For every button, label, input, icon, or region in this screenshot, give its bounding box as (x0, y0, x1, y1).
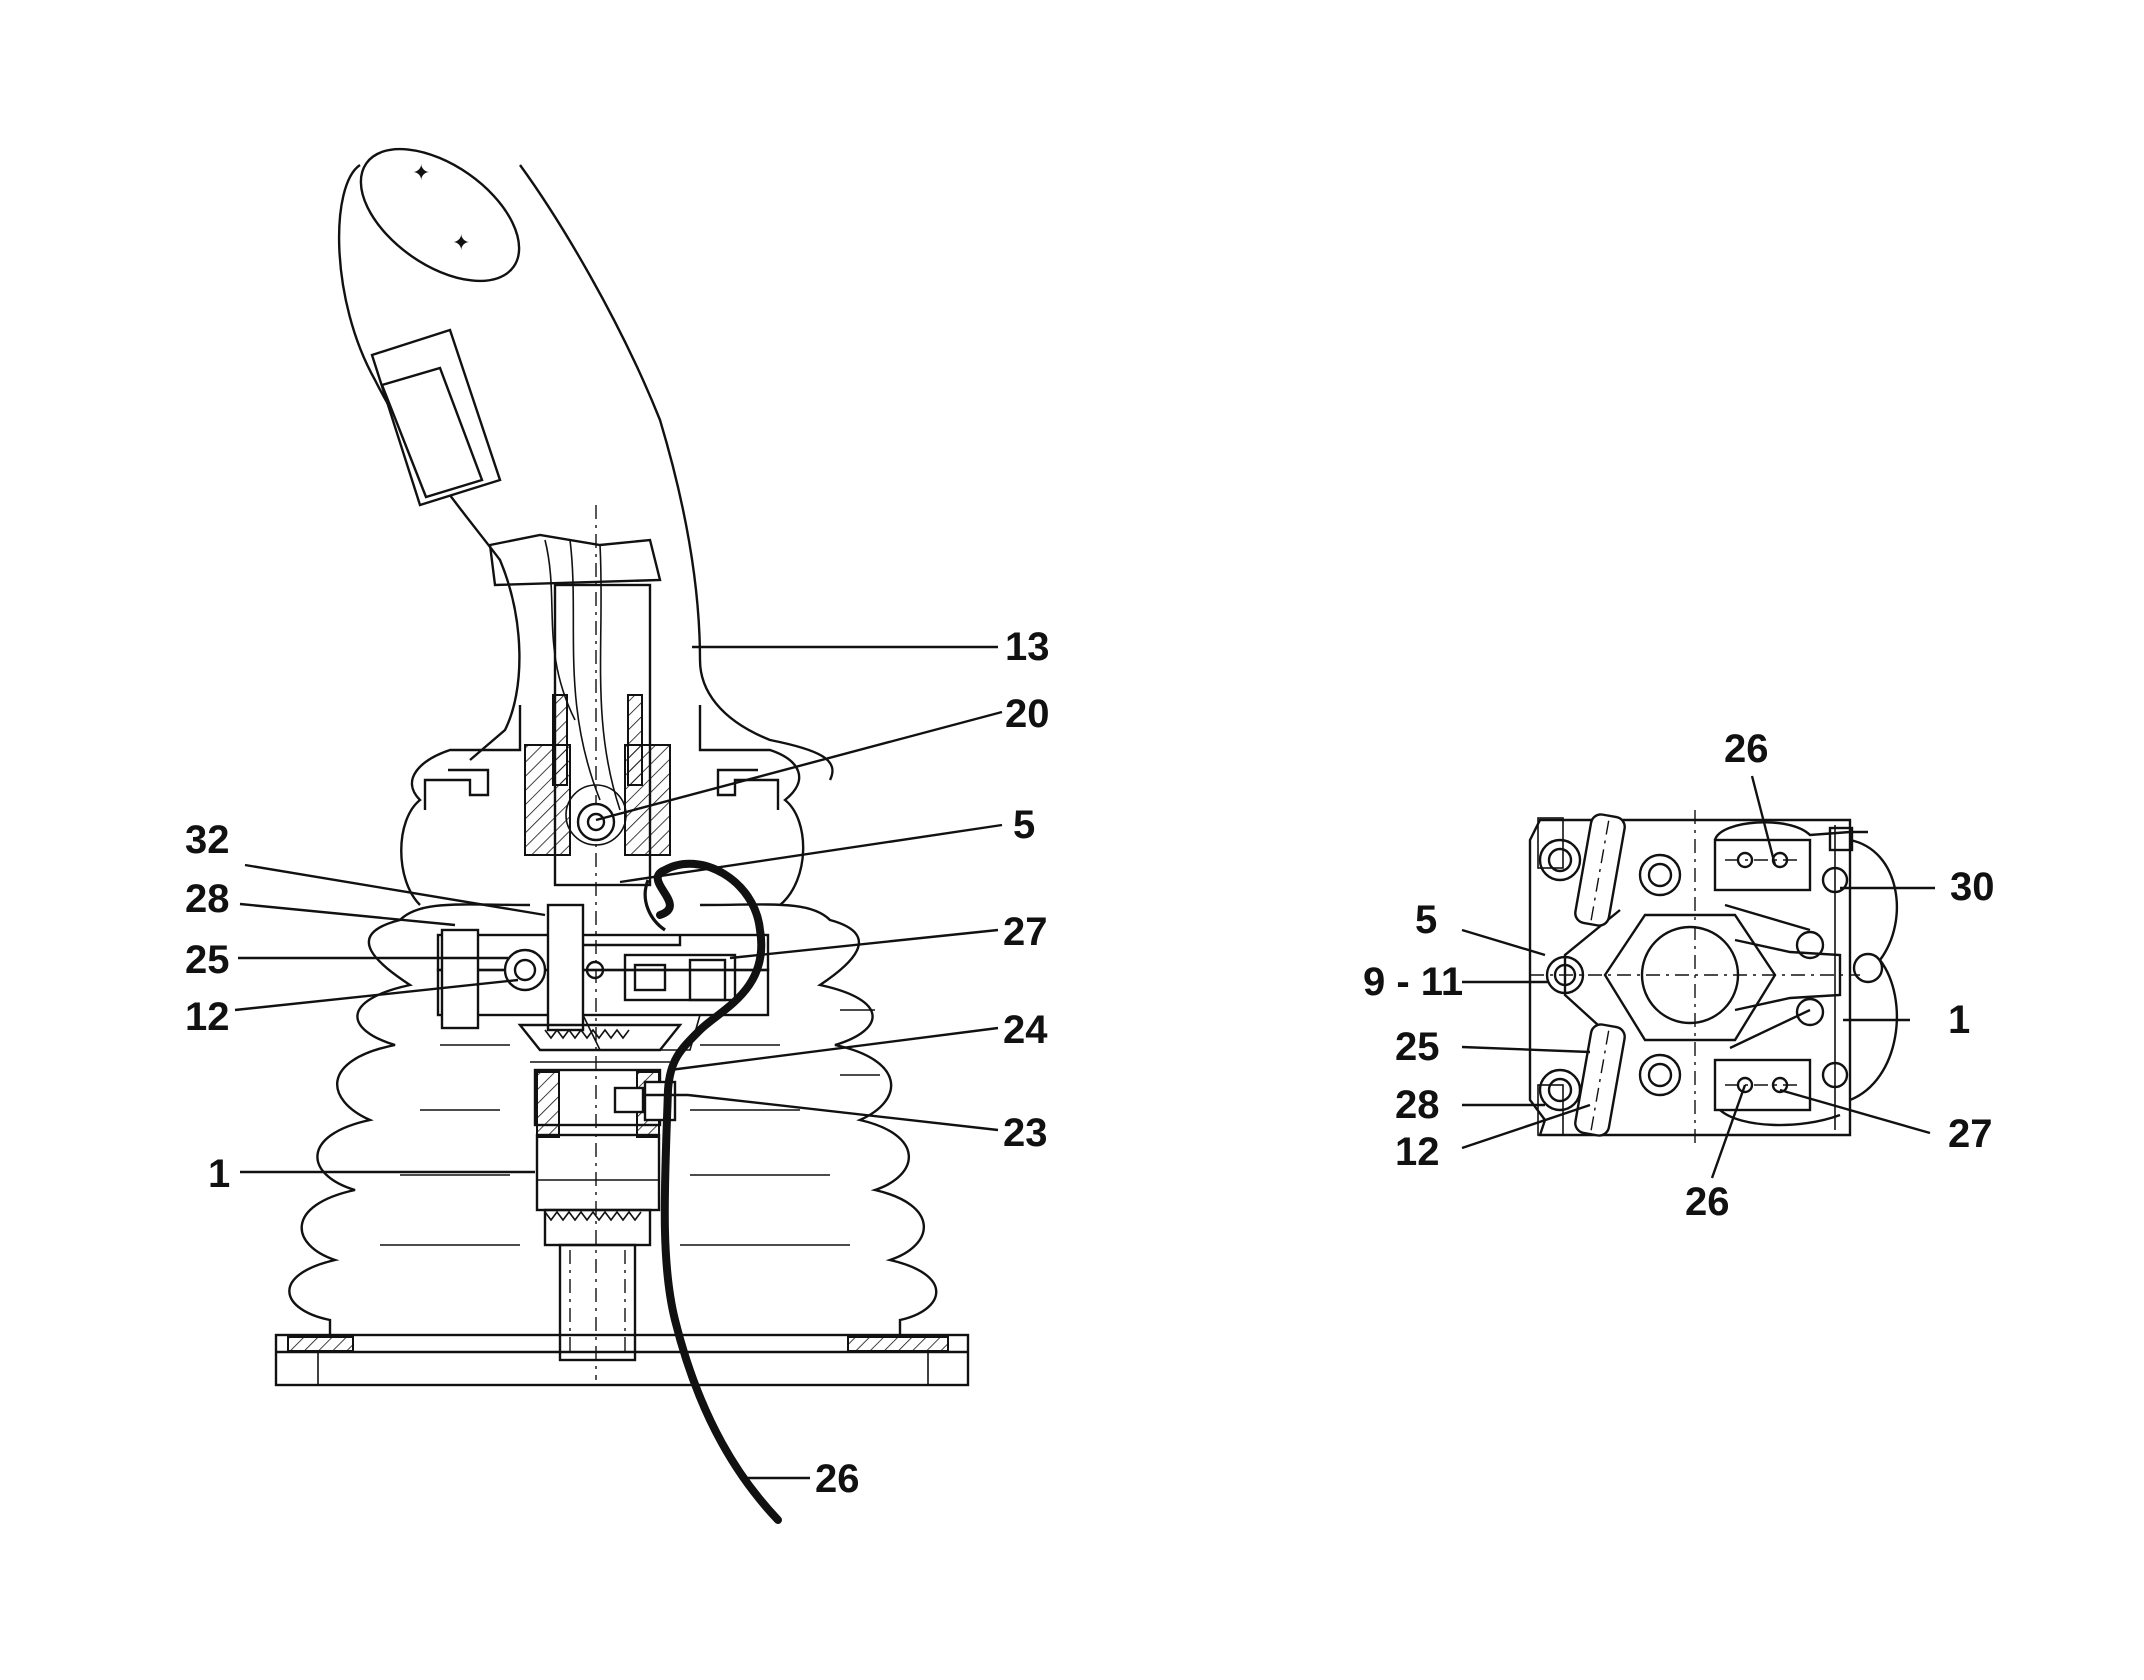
label-30: 30 (1950, 865, 1995, 909)
hex-nut (1603, 913, 1777, 1042)
switch-plate-top-view (1528, 810, 1899, 1145)
label-27-right: 27 (1948, 1112, 1993, 1156)
switch-assembly (436, 903, 770, 1051)
bolt-top-mid (1638, 853, 1682, 897)
label-25: 25 (185, 938, 230, 982)
label-26-bottom: 26 (1685, 1180, 1730, 1224)
right-arcs (1849, 838, 1899, 1102)
pivot-bolt-25 (503, 948, 547, 992)
label-12-right: 12 (1395, 1130, 1440, 1174)
left-labels: 13 20 5 32 28 27 25 12 24 23 1 26 (185, 625, 1050, 1501)
base-plate (274, 1333, 970, 1387)
boot-collar (400, 705, 805, 906)
plate-outline (1528, 818, 1852, 1137)
left-leader-lines (234, 645, 1003, 1480)
center-hole (1640, 925, 1740, 1025)
label-26-top: 26 (1724, 727, 1769, 771)
label-27: 27 (1003, 910, 1048, 954)
right-labels: 26 30 5 9 - 11 1 25 28 12 27 26 (1363, 727, 1995, 1224)
label-25-right: 25 (1395, 1025, 1440, 1069)
boot-flange-left (423, 768, 490, 810)
label-24: 24 (1003, 1008, 1048, 1052)
label-26: 26 (815, 1457, 860, 1501)
right-leader-lines (1461, 775, 1935, 1179)
label-23: 23 (1003, 1111, 1048, 1155)
svg-text:✦: ✦ (452, 231, 470, 256)
label-28: 28 (185, 877, 230, 921)
label-9-11: 9 - 11 (1363, 960, 1463, 1004)
label-13: 13 (1005, 625, 1050, 669)
upper-shaft (524, 583, 671, 887)
label-1: 1 (208, 1152, 230, 1196)
handle-rocker-button (370, 328, 502, 507)
label-5-right: 5 (1415, 898, 1437, 942)
microswitch-bottom (1713, 1058, 1841, 1127)
handle-cable (643, 879, 666, 932)
rubber-bellows (288, 903, 938, 1335)
label-5: 5 (1013, 803, 1035, 847)
handle-top-markers: ✦ ✦ (412, 161, 470, 256)
boot-flange-right (716, 768, 780, 810)
joystick-side-view: ✦ ✦ (274, 147, 970, 1524)
microswitch-top (1713, 821, 1868, 892)
svg-text:✦: ✦ (412, 161, 430, 186)
label-1-right: 1 (1948, 998, 1970, 1042)
bolt-top-left (1538, 838, 1582, 882)
handle-top-cap (359, 147, 521, 283)
handle-neck (488, 533, 662, 587)
label-20: 20 (1005, 692, 1050, 736)
bellows-shading (380, 1009, 880, 1246)
label-32: 32 (185, 818, 230, 862)
screw-9-11 (1545, 955, 1585, 995)
cable-26 (653, 859, 782, 1524)
label-12: 12 (185, 995, 230, 1039)
bolt-bottom-mid (1638, 1053, 1682, 1097)
label-28-right: 28 (1395, 1083, 1440, 1127)
bolt-bottom-left (1538, 1068, 1582, 1112)
